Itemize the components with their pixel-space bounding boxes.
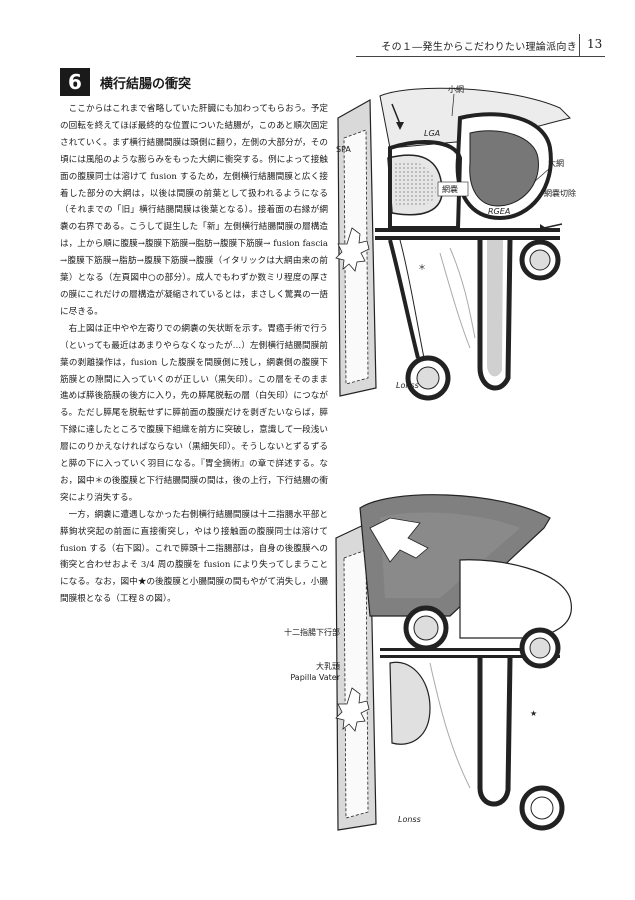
header-rule <box>356 56 605 57</box>
label-rgea: RGEA <box>488 207 510 216</box>
body-text: ここからはこれまで省略していた肝臓にも加わってもらおう。予定の回転を終えてほぼ最… <box>60 101 328 608</box>
running-header: その１―発生からこだわりたい理論派向き 13 <box>0 0 635 70</box>
callout-descending-duodenum-text: 十二指腸下行部 <box>284 628 340 637</box>
label-lga: LGA <box>424 129 440 138</box>
paragraph-1: ここからはこれまで省略していた肝臓にも加わってもらおう。予定の回転を終えてほぼ最… <box>60 104 328 317</box>
label-omental-bursa: 網嚢 <box>442 184 458 194</box>
label-omentum-cut: 網嚢切除 <box>544 188 576 198</box>
figure-bottom-section: 十二指腸下行部 ★ Lonss <box>335 494 572 831</box>
label-greater-omentum: 大網 <box>548 158 564 168</box>
paragraph-3: 一方，網嚢に遭遇しなかった右側横行結腸間膜は十二指腸水平部と膵鉤状突起の前面に直… <box>60 509 328 605</box>
callout-papilla: 大乳頭 Papilla Vater <box>270 661 340 683</box>
label-spa: SPA <box>336 145 351 154</box>
callout-descending-duodenum: 十二指腸下行部 <box>258 627 340 638</box>
page-number: 13 <box>587 37 603 51</box>
label-lesser-omentum: 小網 <box>448 84 464 94</box>
figure-top-sagittal-section: 小網 SPA LGA 大網 網嚢 網嚢切除 RGEA ＊ Lonss <box>335 84 576 401</box>
figure-top-signature: Lonss <box>396 381 419 390</box>
label-asterisk: ＊ <box>418 263 426 272</box>
label-star: ★ <box>530 709 537 718</box>
section-title: 横行結腸の衝突 <box>100 77 192 92</box>
callout-papilla-en: Papilla Vater <box>290 673 340 682</box>
header-divider <box>579 34 580 56</box>
running-title: その１―発生からこだわりたい理論派向き <box>381 42 577 53</box>
section-number: 6 <box>60 68 90 96</box>
figure-bottom-signature: Lonss <box>398 815 421 824</box>
paragraph-2: 右上図は正中やや左寄りでの網嚢の矢状断を示す。胃癌手術で行う（といっても最近はあ… <box>60 323 328 503</box>
callout-papilla-jp: 大乳頭 <box>316 662 340 671</box>
